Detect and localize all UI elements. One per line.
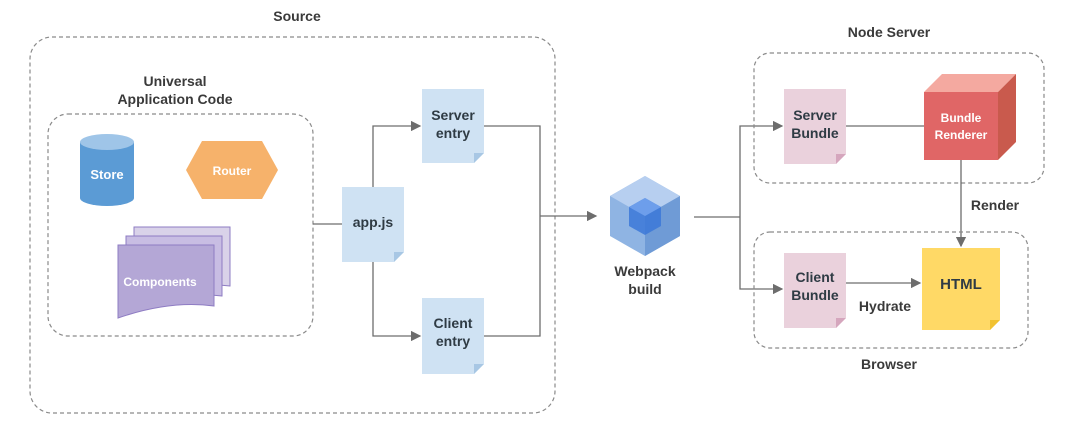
- client-bundle-line2: Bundle: [791, 287, 839, 303]
- store-label: Store: [90, 167, 123, 182]
- webpack-connectors: [694, 120, 784, 295]
- client-entry-doc: Client entry: [422, 298, 484, 374]
- server-entry-line1: Server: [431, 107, 475, 123]
- html-doc: HTML: [922, 248, 1000, 330]
- client-entry-line1: Client: [434, 315, 473, 331]
- browser-group: [753, 231, 1029, 349]
- node-server-group: [753, 52, 1045, 184]
- node-server-title: Node Server: [848, 24, 931, 40]
- bundle-renderer-line2: Renderer: [935, 128, 988, 142]
- app-js-label: app.js: [353, 214, 394, 230]
- source-connectors: [313, 120, 598, 342]
- client-bundle-doc: Client Bundle: [784, 253, 846, 328]
- bundle-renderer-box: Bundle Renderer: [924, 74, 1016, 160]
- client-bundle-line1: Client: [796, 269, 835, 285]
- router-label: Router: [213, 164, 252, 178]
- webpack-line1: Webpack: [614, 263, 675, 279]
- server-bundle-line1: Server: [793, 107, 837, 123]
- server-bundle-doc: Server Bundle: [784, 89, 846, 164]
- server-entry-doc: Server entry: [422, 89, 484, 163]
- browser-title: Browser: [861, 356, 918, 372]
- hydrate-label: Hydrate: [859, 298, 911, 314]
- router-hexagon: Router: [186, 141, 278, 199]
- server-entry-line2: entry: [436, 125, 470, 141]
- store-cylinder: Store: [80, 134, 134, 206]
- universal-title-line2: Application Code: [117, 91, 232, 107]
- universal-title-line1: Universal: [143, 73, 206, 89]
- server-bundle-line2: Bundle: [791, 125, 839, 141]
- render-label: Render: [971, 197, 1020, 213]
- components-stack: Components: [117, 226, 231, 319]
- webpack-cube-icon: [610, 176, 680, 256]
- source-title: Source: [273, 8, 321, 24]
- bundle-renderer-line1: Bundle: [941, 111, 982, 125]
- app-js-doc: app.js: [342, 187, 404, 262]
- webpack-line2: build: [628, 281, 661, 297]
- components-label: Components: [123, 275, 197, 289]
- source-group: [29, 36, 556, 414]
- universal-app-code-group: [47, 113, 314, 337]
- client-entry-line2: entry: [436, 333, 470, 349]
- html-label: HTML: [940, 276, 982, 293]
